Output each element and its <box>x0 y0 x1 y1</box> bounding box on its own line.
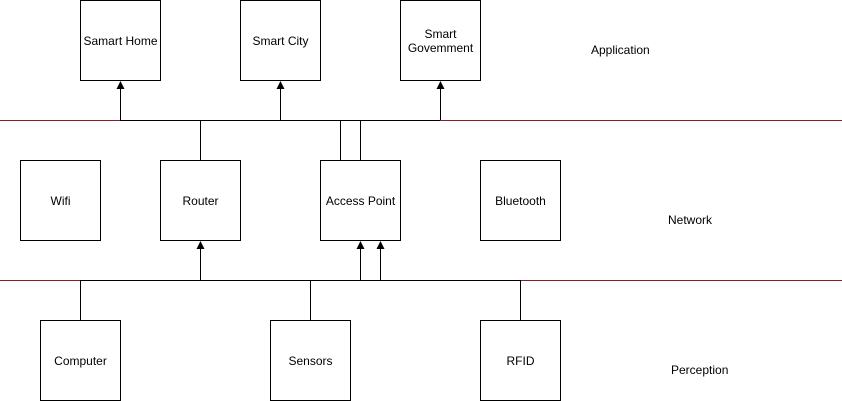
rfid-box: RFID <box>480 320 561 401</box>
bluetooth-box: Bluetooth <box>480 160 561 241</box>
access-point-box: Access Point <box>320 160 401 241</box>
router-box: Router <box>160 160 241 241</box>
sensors-box: Sensors <box>270 320 351 401</box>
smart-government-box: Smart Govemment <box>400 0 481 81</box>
smart-city-box: Smart City <box>240 0 321 81</box>
smart-home-box: Samart Home <box>80 0 161 81</box>
application-layer-label: Application <box>591 43 650 57</box>
computer-box: Computer <box>40 320 121 401</box>
network-layer-label: Network <box>668 213 713 227</box>
perception-layer-label: Perception <box>671 363 729 377</box>
wifi-box: Wifi <box>20 160 101 241</box>
